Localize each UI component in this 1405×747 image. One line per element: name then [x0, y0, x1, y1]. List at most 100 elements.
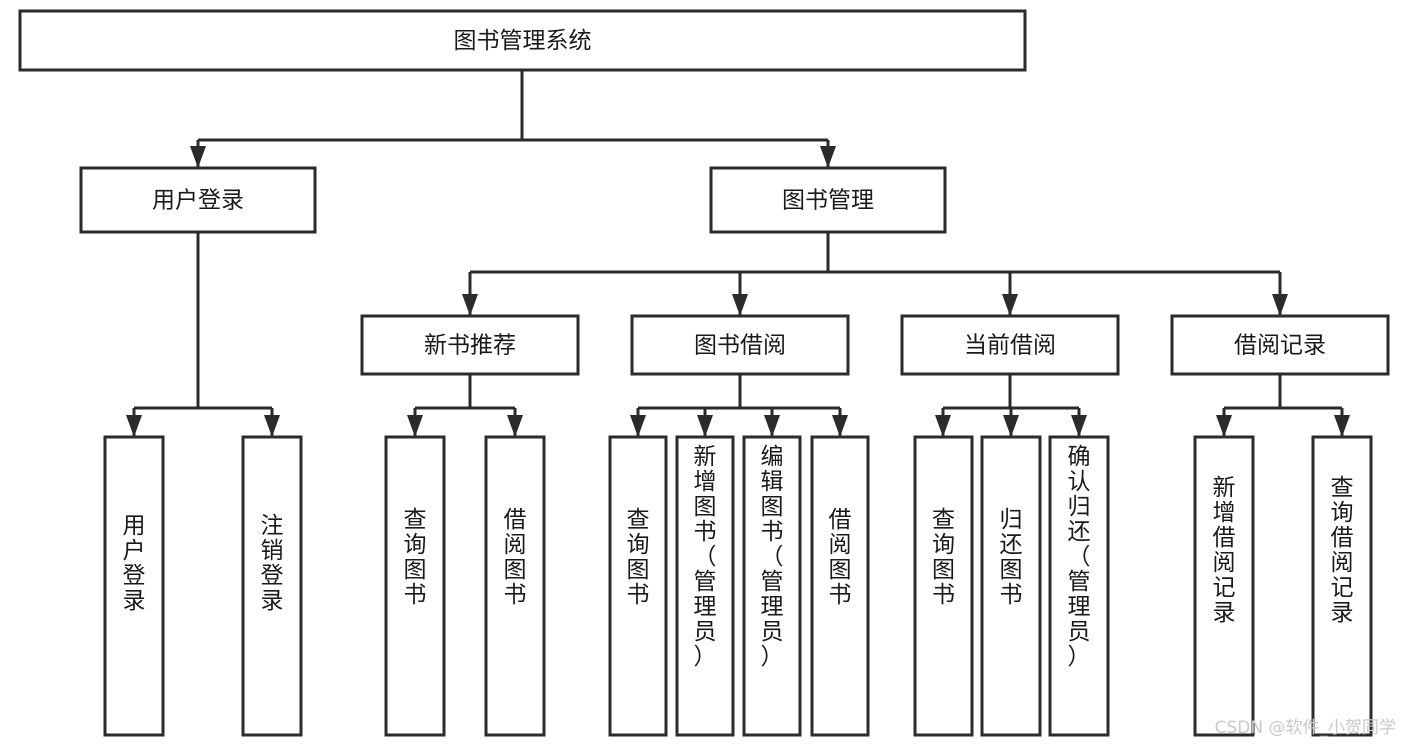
- node-label-char: 询: [627, 532, 650, 558]
- node-label-char: 归: [1000, 507, 1023, 533]
- node-box[interactable]: [1048, 435, 1110, 737]
- node-label-char: 注: [261, 513, 284, 539]
- node-box[interactable]: [630, 314, 850, 376]
- node-layer: 图书管理系统用户登录图书管理新书推荐图书借阅当前借阅借阅记录用户登录注销登录查询…: [18, 9, 1390, 737]
- node-box[interactable]: [103, 435, 165, 737]
- node-leaf-user-login[interactable]: 用户登录: [103, 435, 165, 737]
- node-label-char: （: [694, 544, 717, 570]
- node-label-char: 书: [404, 582, 427, 608]
- node-box[interactable]: [980, 435, 1042, 737]
- node-box[interactable]: [79, 166, 317, 234]
- node-label-char: 新: [694, 444, 717, 470]
- node-label-char: 编: [761, 444, 784, 470]
- arrow-head-icon: [1071, 415, 1087, 437]
- arrow-head-icon: [764, 415, 780, 437]
- node-label-char: 询: [404, 532, 427, 558]
- node-label-char: 增: [694, 469, 717, 495]
- node-label-char: （: [1068, 544, 1091, 570]
- node-box[interactable]: [384, 435, 446, 737]
- node-label: 新书推荐: [424, 333, 516, 359]
- node-label-char: （: [761, 544, 784, 570]
- node-box[interactable]: [241, 435, 303, 737]
- arrow-head-icon: [935, 415, 951, 437]
- node-label-char: ）: [1068, 644, 1091, 670]
- node-box[interactable]: [742, 435, 802, 737]
- node-label-char: 管: [694, 569, 717, 595]
- connector-layer: [126, 70, 1350, 437]
- node-label-char: 录: [1213, 600, 1236, 626]
- node-label-char: 员: [761, 619, 784, 645]
- node-user-login[interactable]: 用户登录: [79, 166, 317, 234]
- node-label-char: 录: [1331, 600, 1354, 626]
- node-box[interactable]: [1311, 435, 1373, 737]
- node-label-char: 增: [1213, 500, 1236, 526]
- node-box[interactable]: [608, 435, 668, 737]
- node-label-char: 员: [694, 619, 717, 645]
- node-box[interactable]: [484, 435, 546, 737]
- node-label-char: 记: [1213, 575, 1236, 601]
- node-label: 图书借阅: [694, 333, 786, 359]
- node-borrow-record[interactable]: 借阅记录: [1170, 314, 1390, 376]
- node-box[interactable]: [18, 9, 1027, 72]
- node-label-char: 借: [504, 507, 527, 533]
- node-label-char: 管: [761, 569, 784, 595]
- node-box[interactable]: [810, 435, 870, 737]
- node-box[interactable]: [709, 166, 947, 234]
- node-label-char: 确: [1068, 444, 1091, 470]
- node-root[interactable]: 图书管理系统: [18, 9, 1027, 72]
- node-box[interactable]: [1193, 435, 1255, 737]
- arrow-head-icon: [820, 146, 836, 168]
- node-book-borrow[interactable]: 图书借阅: [630, 314, 850, 376]
- node-label-char: 管: [1068, 569, 1091, 595]
- arrow-head-icon: [1272, 294, 1288, 316]
- node-label-char: 理: [1068, 594, 1091, 620]
- node-label-char: 查: [404, 507, 427, 533]
- arrow-head-icon: [190, 146, 206, 168]
- node-label-char: 户: [123, 538, 146, 564]
- node-label-char: 销: [261, 538, 284, 564]
- node-box[interactable]: [913, 435, 974, 737]
- node-label-char: 询: [1331, 500, 1354, 526]
- node-label-char: 阅: [1213, 550, 1236, 576]
- node-label-char: 还: [1000, 532, 1023, 558]
- node-box[interactable]: [360, 314, 580, 376]
- node-label-char: 查: [627, 507, 650, 533]
- node-label-char: 归: [1068, 494, 1091, 520]
- arrow-head-icon: [732, 294, 748, 316]
- arrow-head-icon: [1216, 415, 1232, 437]
- node-label-char: 图: [404, 557, 427, 583]
- node-box[interactable]: [675, 435, 735, 737]
- node-box[interactable]: [900, 314, 1120, 376]
- node-label-char: 阅: [504, 532, 527, 558]
- csdn-watermark: CSDN @软件_小贺同学: [1215, 718, 1396, 738]
- node-label-char: 书: [627, 582, 650, 608]
- arrow-head-icon: [126, 415, 142, 437]
- node-label-char: 阅: [1331, 550, 1354, 576]
- node-label: 借阅记录: [1234, 333, 1326, 359]
- node-book-manage[interactable]: 图书管理: [709, 166, 947, 234]
- node-label-char: 书: [1000, 582, 1023, 608]
- node-new-book-recommend[interactable]: 新书推荐: [360, 314, 580, 376]
- node-box[interactable]: [1170, 314, 1390, 376]
- node-label-char: ）: [694, 644, 717, 670]
- node-label-char: 图: [504, 557, 527, 583]
- node-label-char: 借: [1213, 525, 1236, 551]
- node-label-char: ）: [761, 644, 784, 670]
- node-label-char: 登: [123, 563, 146, 589]
- node-label: 用户登录: [152, 188, 244, 214]
- node-current-borrow[interactable]: 当前借阅: [900, 314, 1120, 376]
